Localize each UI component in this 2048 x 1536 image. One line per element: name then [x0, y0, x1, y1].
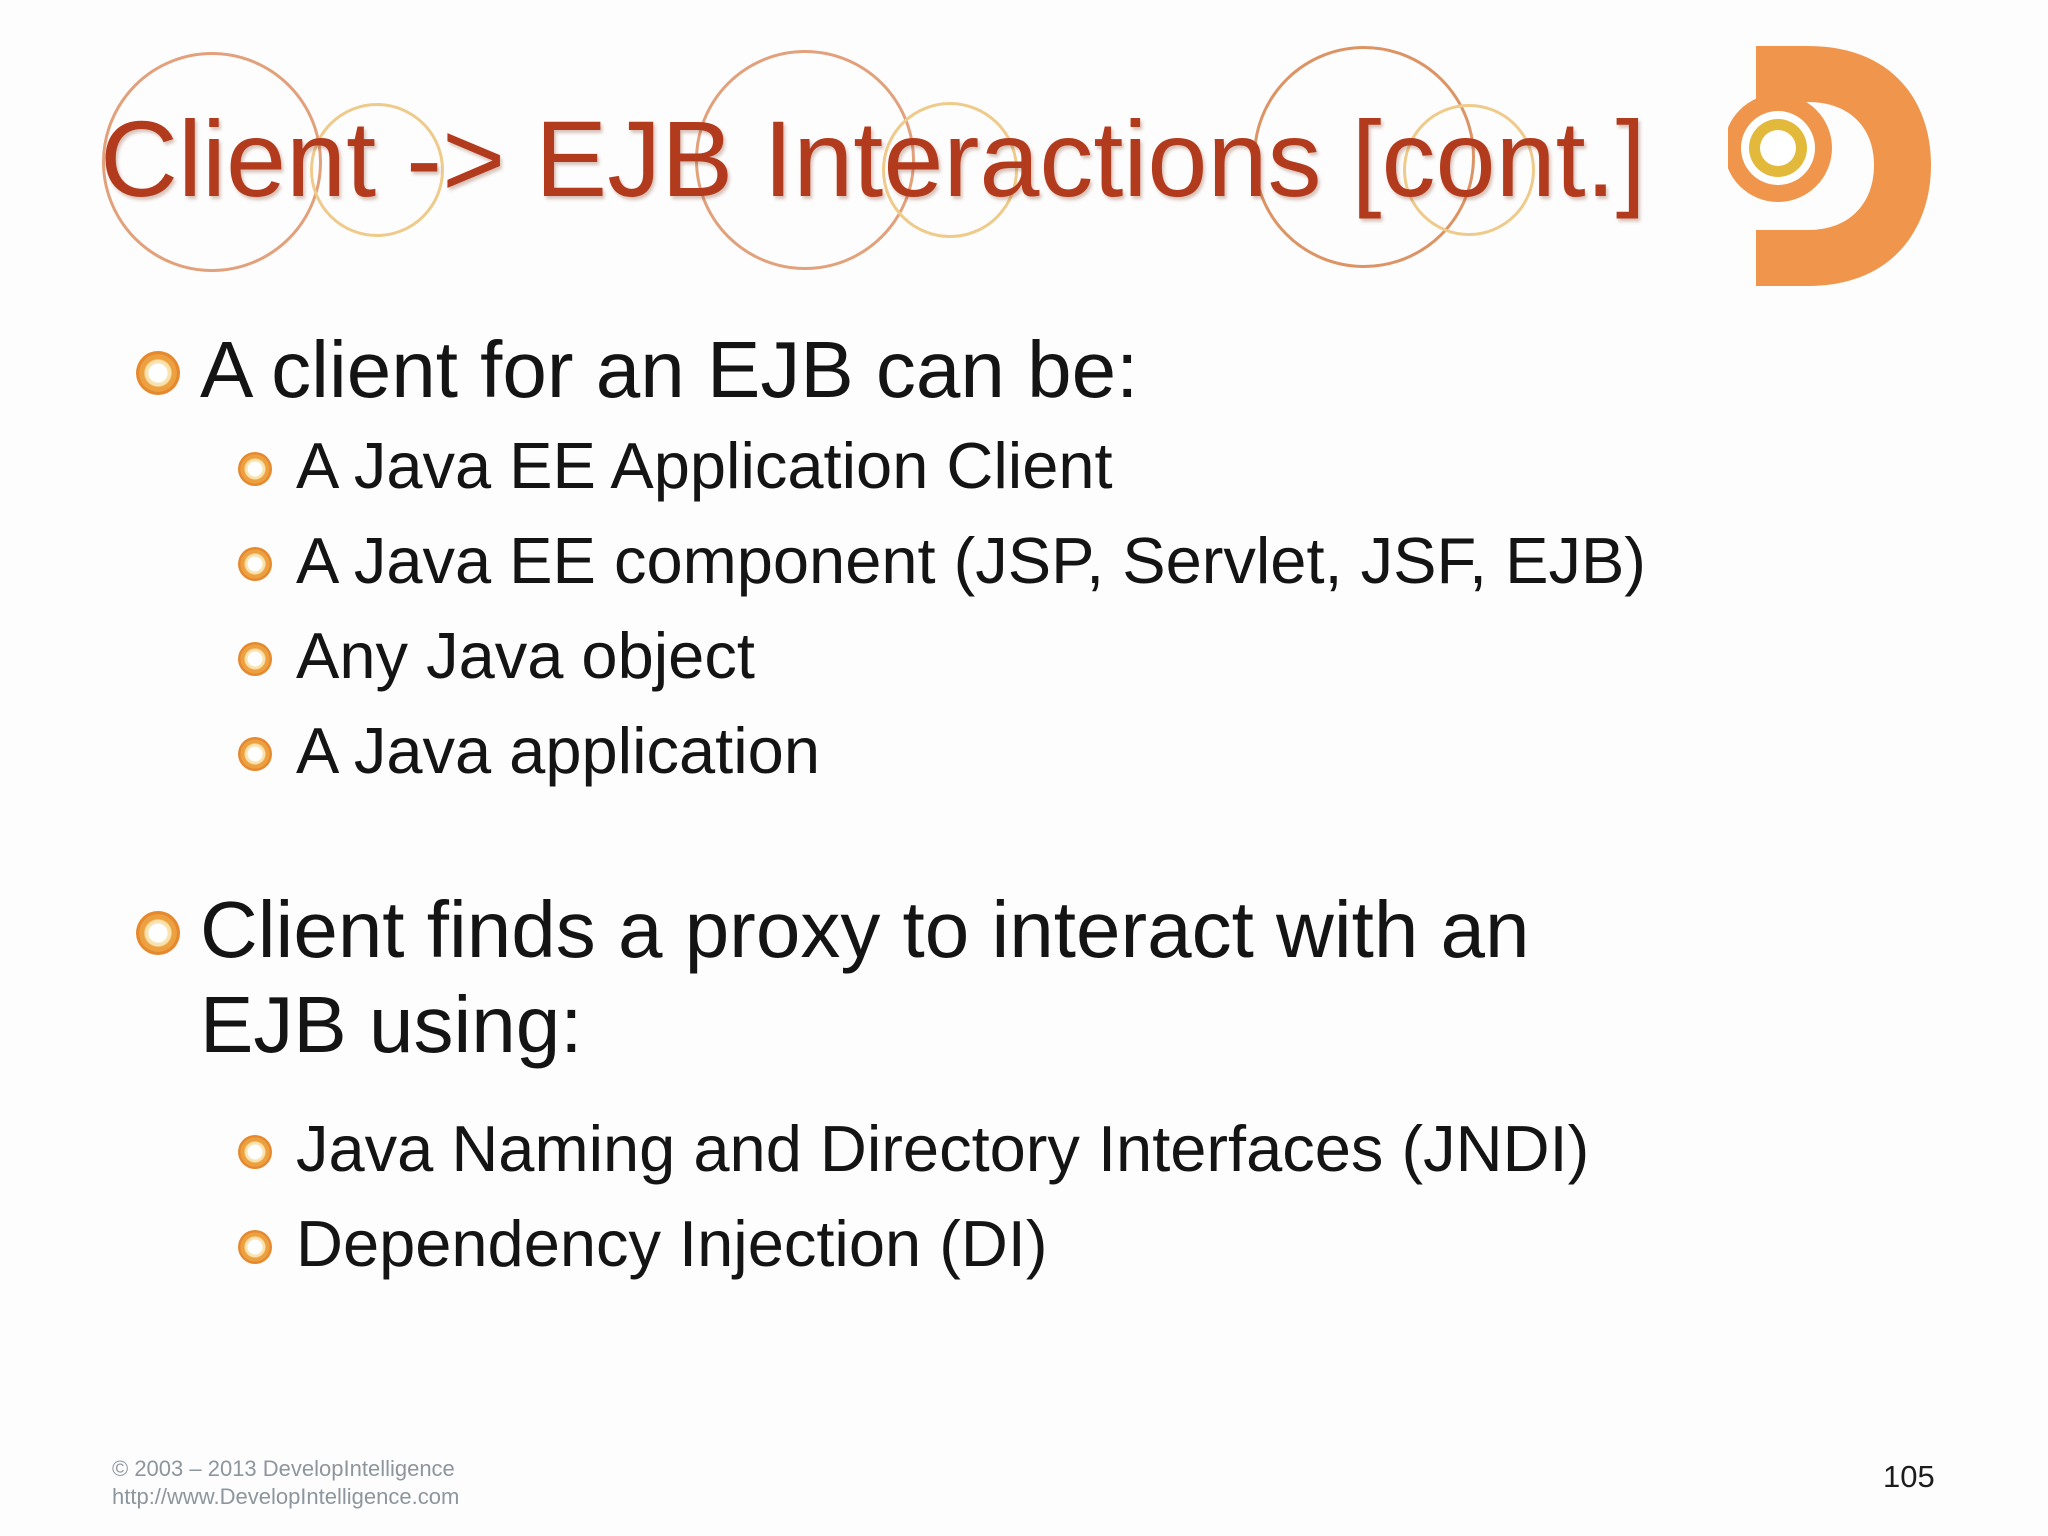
bullet-item: A client for an EJB can be: [200, 325, 1139, 414]
footer-url: http://www.DevelopIntelligence.com [112, 1483, 460, 1509]
bullet-icon [136, 911, 180, 955]
sub-bullet-item: A Java EE Application Client [296, 429, 1113, 502]
bullet-icon [238, 1230, 272, 1264]
slide-title: Client -> EJB Interactions [cont.] [100, 98, 1646, 219]
sub-bullet-item: Dependency Injection (DI) [296, 1207, 1048, 1280]
bullet-icon [136, 351, 180, 395]
decorative-circle [1403, 104, 1535, 236]
sub-bullet-item: A Java application [296, 714, 820, 787]
bullet-icon [238, 547, 272, 581]
bullet-icon [238, 1135, 272, 1169]
developintelligence-logo [1728, 46, 1931, 286]
sub-bullet-item: A Java EE component (JSP, Servlet, JSF, … [296, 524, 1646, 597]
footer: © 2003 – 2013 DevelopIntelligence http:/… [112, 1455, 459, 1510]
decorative-circle [882, 102, 1018, 238]
bullet-item: Client finds a proxy to interact with an… [200, 885, 1530, 1070]
footer-copyright: © 2003 – 2013 DevelopIntelligence [112, 1456, 455, 1481]
bullet-icon [238, 642, 272, 676]
page-number: 105 [1883, 1459, 1935, 1494]
bullet-icon [238, 452, 272, 486]
sub-bullet-item: Any Java object [296, 619, 755, 692]
decorative-circle [310, 103, 444, 237]
sub-bullet-item: Java Naming and Directory Interfaces (JN… [296, 1112, 1590, 1185]
bullet-icon [238, 737, 272, 771]
